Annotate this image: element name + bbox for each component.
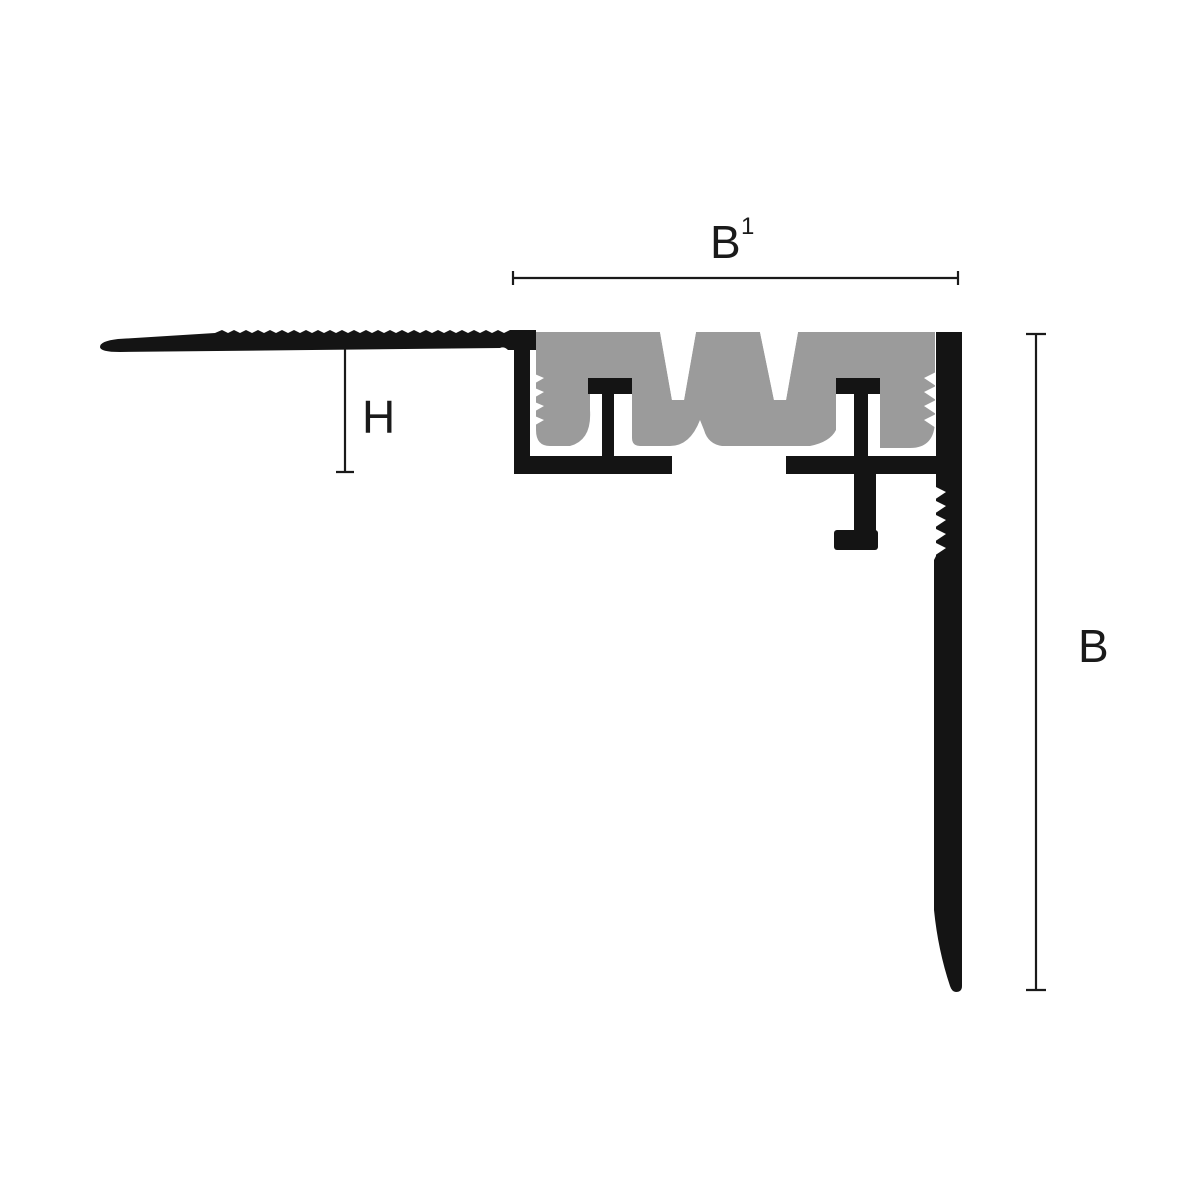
left-wall-teeth xyxy=(530,372,544,428)
left-channel-wall xyxy=(514,350,530,474)
dimension-h-label: H xyxy=(362,391,395,443)
left-t-stem xyxy=(602,378,614,458)
riser-leg xyxy=(934,332,962,992)
right-stem-teeth xyxy=(868,396,880,420)
dimension-b: B xyxy=(1026,332,1109,992)
rubber-insert xyxy=(536,332,935,448)
insert-groove-1 xyxy=(660,332,696,400)
lower-foot-base xyxy=(834,530,878,550)
right-t-head xyxy=(836,378,880,394)
dimension-b1-superscript: 1 xyxy=(741,213,754,240)
left-channel-floor xyxy=(514,456,672,474)
insert-body xyxy=(536,332,935,448)
left-stem-teeth xyxy=(592,396,602,420)
lower-foot-stem xyxy=(854,474,876,540)
riser-teeth-lower xyxy=(934,486,946,556)
dimension-b1: B 1 xyxy=(511,213,960,285)
riser-teeth-upper xyxy=(924,372,936,428)
insert-groove-2 xyxy=(760,332,798,400)
dimension-b1-label: B xyxy=(710,216,741,268)
aluminium-profile xyxy=(100,330,962,992)
dimension-h: H xyxy=(336,347,395,474)
dimension-b-label: B xyxy=(1078,620,1109,672)
left-t-head xyxy=(588,378,632,394)
lower-foot-teeth xyxy=(876,486,888,528)
right-t-stem xyxy=(854,378,868,474)
